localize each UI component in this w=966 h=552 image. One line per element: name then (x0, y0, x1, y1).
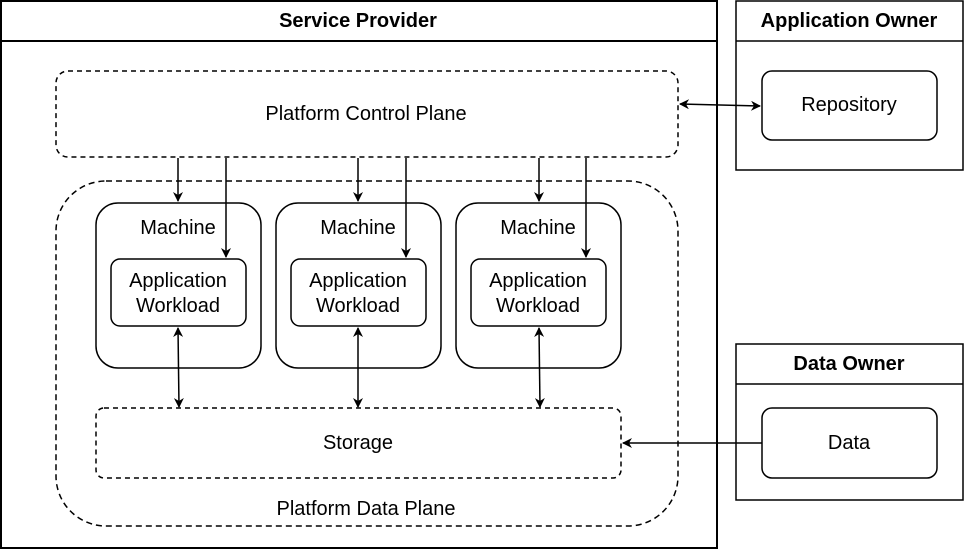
workload-3-line1: Application (489, 270, 587, 292)
storage-arrows (173, 327, 545, 408)
service-provider-title: Service Provider (279, 10, 437, 32)
arrow-control-repository (679, 99, 761, 111)
arrow-workload-1-storage (173, 327, 184, 408)
data-owner-title: Data Owner (793, 353, 904, 375)
control-plane-box: Platform Control Plane (55, 70, 679, 158)
machine-3: Machine Application Workload (455, 202, 622, 369)
workload-1-line1: Application (129, 270, 227, 292)
control-plane-label: Platform Control Plane (265, 103, 466, 125)
application-owner-title: Application Owner (761, 10, 938, 32)
arrow-workload-3-storage (534, 327, 545, 408)
workload-2-line2: Workload (316, 295, 400, 317)
workload-1: Application Workload (110, 258, 247, 327)
workload-2: Application Workload (290, 258, 427, 327)
machine-2: Machine Application Workload (275, 202, 442, 369)
external-arrows (622, 99, 762, 448)
data-label: Data (828, 432, 871, 454)
control-plane-arrows (173, 158, 591, 258)
storage-label: Storage (323, 432, 393, 454)
repository-label: Repository (801, 94, 897, 116)
workload-3: Application Workload (470, 258, 607, 327)
data-plane-box: Platform Data Plane (55, 180, 679, 527)
workload-1-line2: Workload (136, 295, 220, 317)
application-owner-box: Application Owner Repository (735, 0, 964, 171)
machine-1: Machine Application Workload (95, 202, 262, 369)
data-owner-box: Data Owner Data (735, 343, 964, 501)
data-box: Data (761, 407, 938, 479)
data-plane-label: Platform Data Plane (277, 498, 456, 520)
machine-2-label: Machine (320, 217, 396, 239)
machine-3-label: Machine (500, 217, 576, 239)
storage-box: Storage (95, 407, 622, 479)
workload-3-line2: Workload (496, 295, 580, 317)
machine-1-label: Machine (140, 217, 216, 239)
workload-2-line1: Application (309, 270, 407, 292)
repository-box: Repository (761, 70, 938, 141)
